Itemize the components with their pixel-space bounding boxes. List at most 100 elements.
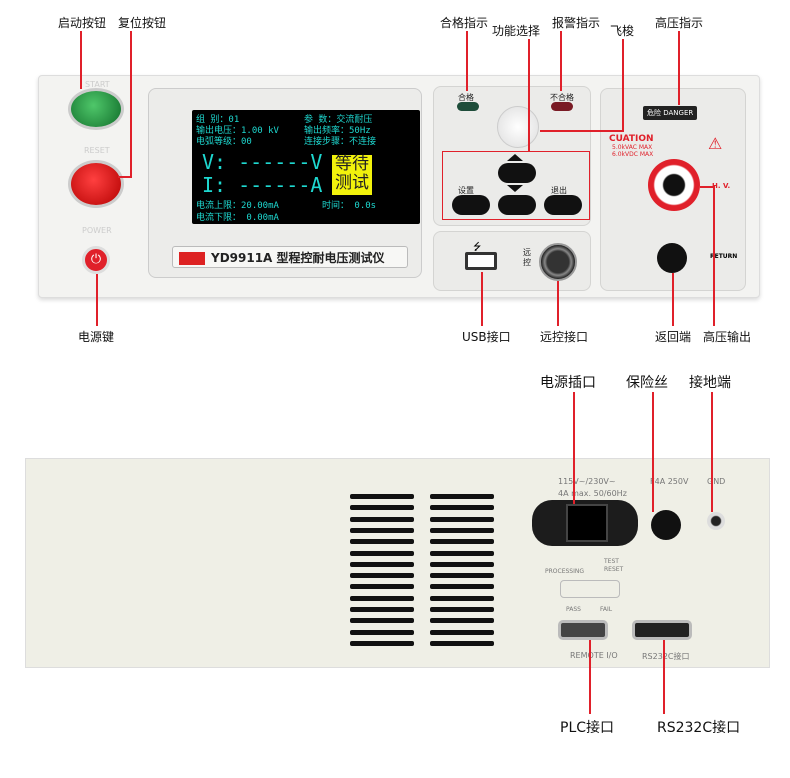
rs232-connector[interactable] [632, 620, 692, 640]
remote-io-label: REMOTE I/O [570, 651, 618, 660]
vent-slat [350, 640, 414, 646]
jog-dial[interactable] [497, 106, 539, 148]
usb-icon: ⭍ [473, 242, 482, 253]
annotation-remote-port: 远控接口 [540, 330, 589, 344]
caution-dc: 6.0kVDC MAX [612, 151, 654, 158]
current-spec: 4A max. 50/60Hz [558, 489, 627, 498]
hv-output-terminal[interactable] [648, 159, 700, 211]
vent-slat [430, 561, 494, 567]
lcd-screen: 组 别：01 参 数：交流耐压 输出电压：1.00 kV 输出频率：50Hz 电… [192, 110, 420, 224]
power-button[interactable]: ⏻ [82, 246, 110, 274]
vent-slat [430, 629, 494, 635]
set-key[interactable] [452, 195, 490, 215]
voltage-spec: 115V~/230V~ [558, 477, 616, 486]
fuse-holder[interactable] [651, 510, 681, 540]
caution-label: CUATION [609, 134, 654, 144]
vent-slat [350, 539, 414, 545]
annotation-start-button: 启动按钮 [58, 16, 107, 30]
lcd-arc-level: 电弧等级：00 [196, 137, 252, 147]
up-arrow-icon [507, 154, 523, 161]
model-strip: YD9911A 型程控耐电压测试仪 [172, 246, 408, 268]
hv-label: H. V. [712, 182, 731, 190]
fail-label: FAIL [600, 606, 613, 613]
processing-label: PROCESSING [545, 568, 585, 575]
remote-io-connector[interactable] [558, 620, 608, 640]
down-arrow-icon [507, 185, 523, 192]
vent-slat [350, 561, 414, 567]
exit-key[interactable] [544, 195, 582, 215]
caution-ac: 5.0kVAC MAX [612, 144, 653, 151]
exit-key-label: 退出 [551, 186, 567, 195]
down-key[interactable] [498, 195, 536, 215]
brand-logo-icon [179, 252, 205, 265]
vent-slat [430, 618, 494, 624]
remote-connector[interactable] [539, 243, 577, 281]
vent-slat [430, 494, 494, 499]
annotation-pass-indicator: 合格指示 [440, 16, 489, 30]
annotation-return-terminal: 返回端 [655, 330, 692, 344]
annotation-usb-port: USB接口 [462, 330, 511, 344]
reset-button[interactable] [68, 160, 124, 208]
annotation-rs232-port: RS232C接口 [657, 720, 741, 736]
annotation-hv-indicator: 高压指示 [655, 16, 704, 30]
annotation-plc-port: PLC接口 [560, 720, 615, 736]
fuse-spec: F4A 250V [650, 477, 689, 486]
high-voltage-warning-icon: ⚠ [708, 134, 723, 153]
lcd-status-line1: 等待 [335, 154, 369, 174]
fail-led-label: 不合格 [550, 93, 574, 102]
annotation-alarm-indicator: 报警指示 [552, 16, 601, 30]
vent-slat [350, 573, 414, 579]
vent-slat [350, 516, 414, 522]
lcd-status-box: 等待测试 [332, 155, 372, 195]
lcd-param: 参 数：交流耐压 [304, 115, 373, 125]
set-key-label: 设置 [458, 186, 474, 195]
annotation-power-socket: 电源插口 [540, 375, 596, 391]
gnd-label: GND [707, 477, 726, 486]
lcd-output-voltage: 输出电压：1.00 kV [196, 126, 279, 136]
vent-slat [350, 618, 414, 624]
up-key[interactable] [498, 163, 536, 183]
test-label: TEST [604, 558, 619, 565]
vent-slat [430, 539, 494, 545]
usb-port[interactable] [465, 252, 497, 270]
vent-slat [430, 607, 494, 612]
return-terminal[interactable] [657, 243, 687, 273]
start-button[interactable] [68, 88, 124, 130]
annotation-ground: 接地端 [689, 375, 731, 391]
vent-slat [430, 640, 494, 646]
vent-slat [350, 629, 414, 635]
lcd-current-upper: 电流上限：20.00mA [196, 201, 279, 211]
reset-pin-label: RESET [604, 566, 624, 573]
vent-slat [430, 595, 494, 601]
lcd-connect-step: 连接步骤：不连接 [304, 137, 377, 147]
reset-label: RESET [84, 146, 110, 155]
lcd-current-reading: I: ------A [202, 173, 323, 197]
vent-slat [430, 527, 494, 533]
vent-slat [350, 550, 414, 556]
lcd-time: 时间： 0.0s [322, 201, 377, 211]
function-select-outline [442, 151, 590, 220]
start-label: START [85, 80, 110, 89]
ground-terminal[interactable] [707, 512, 725, 530]
lcd-current-lower: 电流下限： 0.00mA [196, 213, 279, 223]
annotation-jog-dial: 飞梭 [610, 24, 635, 38]
vent-slat [350, 584, 414, 590]
annotation-power-key: 电源键 [78, 330, 115, 344]
fail-led [551, 102, 573, 111]
pass-label: PASS [566, 606, 581, 613]
pass-led-label: 合格 [458, 93, 474, 102]
power-socket-inner [566, 504, 608, 542]
model-title: YD9911A 型程控耐电压测试仪 [211, 251, 385, 265]
lcd-output-freq: 输出频率：50Hz [304, 126, 371, 136]
vent-slat [430, 505, 494, 511]
vent-slat [350, 607, 414, 612]
rs232-label: RS232C接口 [642, 652, 690, 661]
lcd-group: 组 别：01 [196, 115, 240, 125]
annotation-function-select: 功能选择 [492, 24, 541, 38]
remote-label: 远控 [523, 248, 531, 267]
pinout-diagram [560, 580, 620, 598]
return-label: RETURN [710, 253, 738, 260]
lcd-status-line2: 测试 [335, 173, 369, 193]
vent-slat [350, 595, 414, 601]
vent-slat [430, 584, 494, 590]
